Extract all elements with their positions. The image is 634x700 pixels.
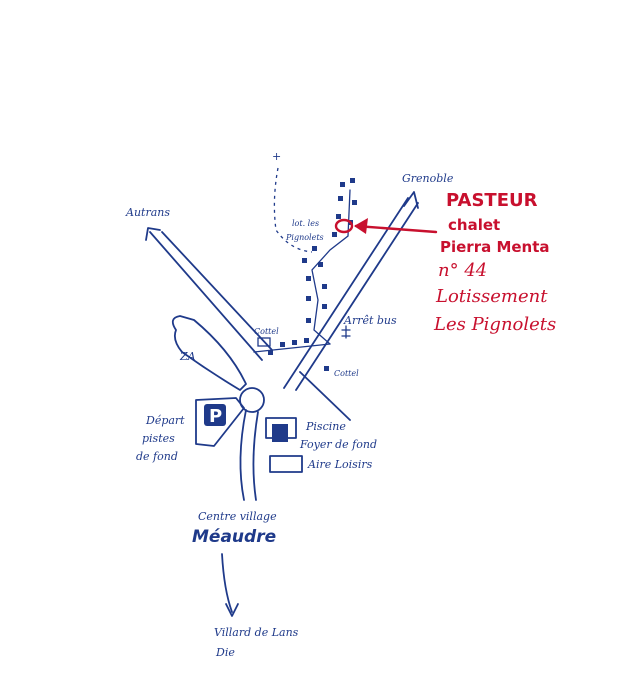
cottel-sign-icon: [257, 337, 271, 347]
parking-letter: P: [209, 406, 222, 427]
road-village: [239, 409, 247, 501]
house: [280, 342, 285, 347]
label-depart-line2: pistes: [142, 432, 175, 445]
label-cottel-1: Cottel: [254, 327, 279, 336]
cross-mark: +: [272, 150, 281, 163]
foyer-building: [272, 424, 288, 442]
label-cottel-2: Cottel: [334, 369, 359, 378]
label-villard-line2: Die: [215, 646, 235, 659]
road-grenoble: [283, 197, 409, 389]
label-meaudre: Méaudre: [192, 527, 276, 547]
parking-lot: [195, 397, 245, 447]
house: [352, 200, 357, 205]
label-les-pignolets: Les Pignolets: [433, 314, 556, 335]
parking-icon: [204, 404, 226, 426]
label-lot-line1: lot. les: [292, 219, 319, 228]
house: [304, 338, 309, 343]
house: [306, 276, 311, 281]
label-lotissement: Lotissement: [435, 286, 548, 307]
label-villard-line1: Villard de Lans: [214, 626, 299, 639]
road-cottel-east: [299, 371, 351, 421]
label-pierra-menta: Pierra Menta: [440, 238, 550, 256]
label-pasteur: PASTEUR: [446, 190, 538, 211]
za-zone: [171, 315, 247, 391]
house: [324, 366, 329, 371]
house: [312, 246, 317, 251]
label-chalet: chalet: [448, 216, 500, 234]
roundabout: [239, 387, 265, 413]
aire-loisirs-area: [269, 455, 303, 473]
chalet-marker-circle: [334, 218, 354, 234]
road-autrans: [149, 231, 263, 361]
house: [338, 196, 343, 201]
label-aire-loisirs: Aire Loisirs: [307, 458, 373, 471]
house: [336, 214, 341, 219]
red-arrow-line: [354, 224, 438, 234]
house: [292, 340, 297, 345]
house: [350, 178, 355, 183]
label-centre-village: Centre village: [198, 510, 277, 523]
label-arret-bus: Arrêt bus: [343, 314, 397, 327]
bus-stop-icon: [341, 325, 351, 339]
arrow-villard-icon: [225, 603, 239, 617]
path-dashed: [273, 167, 313, 253]
house: [322, 284, 327, 289]
road-autrans-edge: [161, 231, 273, 351]
road-villard: [221, 553, 233, 613]
house: [322, 304, 327, 309]
house: [302, 258, 307, 263]
red-arrow-head-icon: [354, 218, 368, 234]
label-foyer: Foyer de fond: [299, 438, 377, 451]
house: [306, 318, 311, 323]
label-autrans: Autrans: [125, 206, 170, 219]
house: [268, 350, 273, 355]
label-piscine: Piscine: [305, 420, 346, 433]
road-lotissement: [311, 189, 351, 345]
label-za: ZA: [179, 350, 196, 363]
arrow-grenoble-icon: [403, 191, 419, 209]
label-grenoble: Grenoble: [402, 172, 454, 185]
house: [318, 262, 323, 267]
label-depart-line3: de fond: [136, 450, 178, 463]
road-grenoble-edge: [295, 202, 419, 391]
house: [340, 182, 345, 187]
house: [332, 232, 337, 237]
road-cottel: [253, 343, 331, 353]
label-depart-line1: Départ: [145, 414, 185, 427]
road-village-edge: [252, 411, 259, 501]
label-lot-line2: Pignolets: [285, 233, 324, 242]
house: [306, 296, 311, 301]
arrow-autrans-icon: [145, 227, 161, 241]
label-numero: n° 44: [438, 260, 487, 281]
